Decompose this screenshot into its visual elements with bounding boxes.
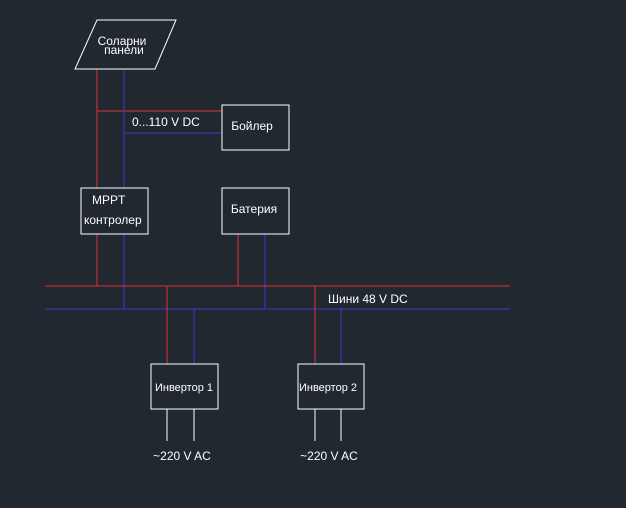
battery-box: [221, 187, 290, 235]
inverter2-label: Инвертор 2: [299, 382, 357, 394]
solar-wires: [96, 69, 222, 188]
boiler-box: [221, 104, 290, 151]
mppt-label-line2: контролер: [84, 213, 142, 227]
inverter1-label: Инвертор 1: [155, 382, 213, 394]
mppt-node: MPPT контролер: [80, 187, 149, 235]
dc-bus: [45, 285, 510, 310]
solar-panels-shape: [74, 19, 177, 70]
boiler-node: Бойлер: [221, 104, 290, 151]
inverter1-node: Инвертор 1: [150, 363, 219, 410]
ac-output-wires: [166, 409, 342, 441]
inverter2-node: Инвертор 2: [297, 363, 365, 410]
inverter-wires: [166, 286, 342, 364]
output2-label: ~220 V AC: [300, 449, 358, 463]
solar-panels-node: Соларни панели: [74, 19, 177, 70]
mppt-label-line1: MPPT: [92, 193, 126, 207]
output1-label: ~220 V AC: [153, 449, 211, 463]
solar-panels-label-line1: Соларни: [98, 34, 147, 48]
battery-label: Батерия: [231, 202, 277, 216]
dc-source-wires: [96, 234, 266, 309]
solar-panels-label-line2: панели: [104, 43, 144, 57]
inverter1-box: [150, 363, 219, 410]
boiler-label: Бойлер: [231, 119, 273, 133]
battery-node: Батерия: [221, 187, 290, 235]
bus-label: Шини 48 V DC: [328, 292, 408, 306]
mppt-box: [80, 187, 149, 235]
boiler-voltage-label: 0...110 V DC: [132, 115, 200, 129]
inverter2-box: [297, 363, 365, 410]
